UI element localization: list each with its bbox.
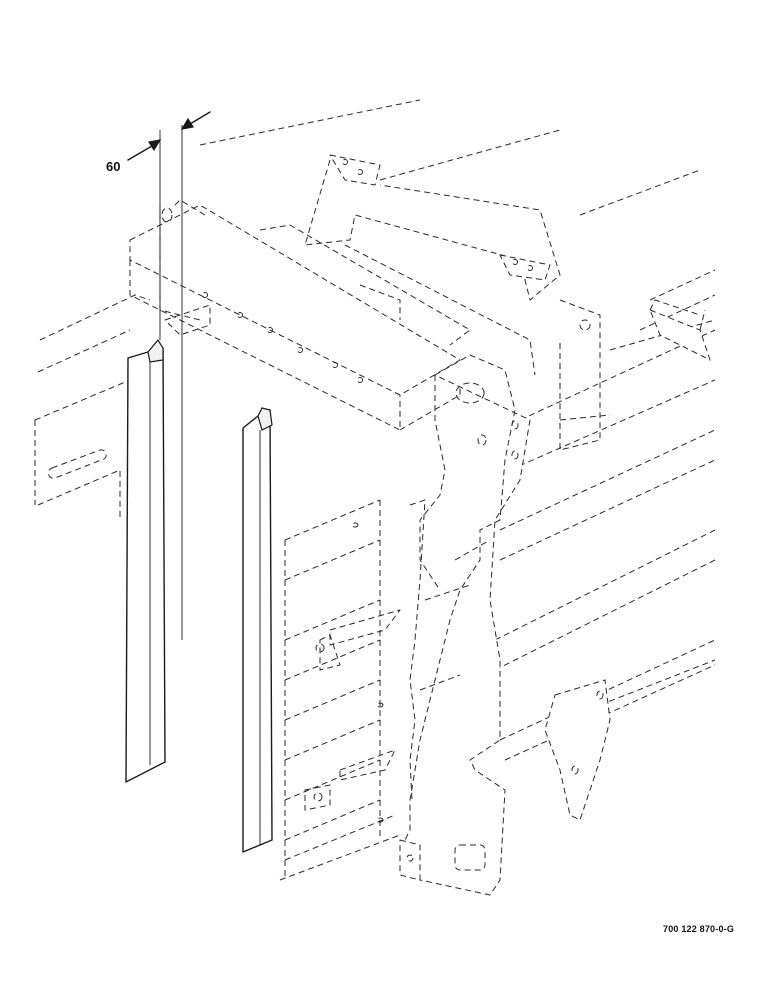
left-angle-shield [125,338,166,783]
part-callout-label: 60 [106,159,121,174]
center-support-column [399,354,531,896]
upper-cross-beam [129,199,461,431]
slot-left-panel [47,449,107,479]
installation-guide-lines [159,125,183,640]
lower-left-brackets [304,522,401,823]
background-housing-dashed [34,99,716,881]
dimension-arrows [127,111,211,161]
lower-right-leg [544,679,611,821]
right-angle-shield [242,407,273,853]
upper-mounting-bracket [259,154,611,451]
right-side-plate [649,299,711,361]
drawing-number: 700 122 870-0-G [663,924,735,934]
